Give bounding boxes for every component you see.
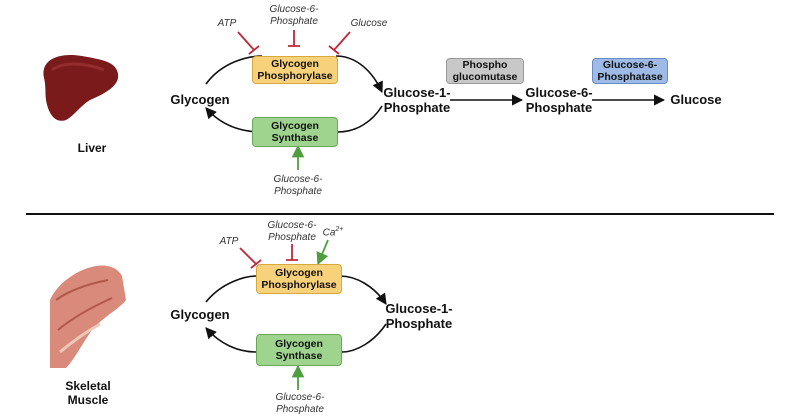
muscle-g1p-line1: Glucose-1-: [385, 301, 453, 316]
muscle-reg-ca-charge: 2+: [335, 226, 344, 233]
muscle-cycle-arrow-bottom: [206, 324, 387, 353]
muscle-reg-g6p-bottom: Glucose-6-Phosphate: [268, 392, 332, 415]
liver-reg-g6p-bottom-line2: Phosphate: [274, 185, 322, 197]
liver-phosphorylase-line1: Glycogen: [271, 57, 319, 70]
muscle-reg-g6p-top-line2: Phosphate: [268, 231, 316, 243]
muscle-synthase-line1: Glycogen: [275, 337, 323, 350]
liver-reg-g6p-bottom: Glucose-6-Phosphate: [266, 174, 330, 197]
muscle-icon: [50, 265, 126, 368]
muscle-reg-g6p-top: Glucose-6-Phosphate: [260, 220, 324, 243]
liver-glucose-1-phosphate: Glucose-1-Phosphate: [380, 85, 454, 116]
liver-glucose: Glucose: [670, 92, 722, 107]
muscle-cycle-arrow-top: [205, 275, 386, 304]
muscle-reg-g6p-top-line1: Glucose-6-: [267, 220, 317, 231]
pgm-line1: Phospho: [462, 58, 508, 71]
muscle-reg-g6p-bottom-line2: Phosphate: [276, 403, 324, 415]
liver-icon: [43, 54, 119, 121]
muscle-reg-calcium: Ca2+: [318, 226, 348, 239]
muscle-reg-ca-text: Ca: [322, 227, 336, 239]
liver-synthase-line2: Synthase: [271, 132, 319, 144]
liver-glucose-6-phosphate: Glucose-6-Phosphate: [522, 85, 596, 116]
liver-label: Liver: [77, 141, 107, 155]
liver-phosphorylase-line2: Phosphorylase: [257, 70, 333, 82]
liver-g1p-line1: Glucose-1-: [383, 85, 451, 100]
muscle-label-line2: Muscle: [67, 392, 109, 407]
muscle-label-line1: Skeletal: [65, 379, 111, 393]
liver-glucose-inhibit: [328, 31, 351, 55]
muscle-phosphorylase-line2: Phosphorylase: [261, 279, 337, 291]
muscle-synthase-line2: Synthase: [275, 350, 323, 362]
section-divider: [26, 213, 774, 215]
liver-reg-atp: ATP: [217, 18, 237, 29]
muscle-reg-g6p-bottom-line1: Glucose-6-: [275, 392, 325, 403]
muscle-glycogen: Glycogen: [170, 307, 230, 322]
muscle-ca-activate: [316, 239, 329, 266]
muscle-glucose-1-phosphate: Glucose-1-Phosphate: [382, 301, 456, 332]
liver-reg-g6p-top-line2: Phosphate: [270, 15, 318, 27]
liver-reg-g6p-top-line1: Glucose-6-: [269, 4, 319, 15]
muscle-atp-inhibit: [239, 247, 262, 269]
pgm-line2: glucomutase: [452, 71, 518, 83]
liver-glycogen: Glycogen: [170, 92, 230, 107]
liver-reg-g6p-top: Glucose-6-Phosphate: [262, 4, 326, 27]
g6pase-line2: Phosphatase: [597, 71, 663, 83]
liver-synthase-line1: Glycogen: [271, 119, 319, 132]
liver-glucose-6-phosphatase: Glucose-6-Phosphatase: [592, 58, 668, 84]
liver-g6p-inhibit: [288, 30, 300, 47]
muscle-reg-atp: ATP: [219, 236, 239, 247]
g6pase-line1: Glucose-6-: [602, 58, 658, 71]
liver-atp-inhibit: [237, 31, 260, 55]
muscle-g1p-line2: Phosphate: [385, 315, 453, 331]
liver-reg-g6p-bottom-line1: Glucose-6-: [273, 174, 323, 185]
liver-reg-glucose: Glucose: [350, 18, 388, 29]
muscle-phosphorylase-line1: Glycogen: [275, 266, 323, 279]
liver-g6p-line1: Glucose-6-: [525, 85, 593, 100]
muscle-g6p-inhibit: [286, 244, 298, 261]
liver-g6p-line2: Phosphate: [525, 99, 593, 115]
liver-g1p-line2: Phosphate: [383, 99, 451, 115]
